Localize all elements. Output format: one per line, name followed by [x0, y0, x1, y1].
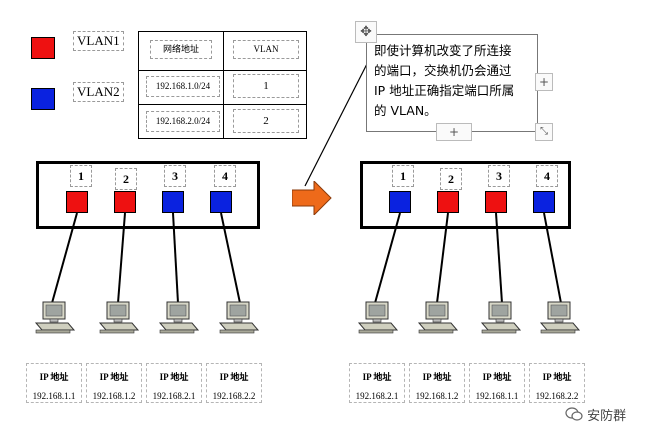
switch-port-vlan2 [533, 191, 555, 213]
wechat-icon [565, 407, 583, 421]
host-ip-value: 192.168.1.2 [92, 391, 136, 401]
switch-port-vlan2 [210, 191, 232, 213]
switch-port-vlan1 [66, 191, 88, 213]
host-ip-card: IP 地址 192.168.1.1 [26, 363, 82, 403]
host-ip-title: IP 地址 [219, 372, 249, 382]
host-ip-card: IP 地址 192.168.1.1 [469, 363, 525, 403]
vlan1-legend-swatch [31, 37, 55, 59]
host-ip-title: IP 地址 [362, 372, 392, 382]
host-ip-title: IP 地址 [39, 372, 69, 382]
port-number: 1 [392, 165, 414, 187]
host-ip-card: IP 地址 192.168.1.2 [409, 363, 465, 403]
switch-port-vlan1 [437, 191, 459, 213]
computer-icon [35, 301, 75, 334]
computer-icon [219, 301, 259, 334]
switch-port-vlan1 [485, 191, 507, 213]
host-ip-card: IP 地址 192.168.1.2 [86, 363, 142, 403]
callout-line: 的 VLAN。 [374, 103, 437, 118]
port-number: 4 [536, 165, 558, 187]
switch-port-vlan2 [162, 191, 184, 213]
host-ip-value: 192.168.2.1 [355, 391, 399, 401]
computer-icon [540, 301, 580, 334]
callout-line: 的端口，交换机仍会通过 [374, 63, 512, 78]
host-ip-card: IP 地址 192.168.2.1 [146, 363, 202, 403]
host-ip-card: IP 地址 192.168.2.2 [206, 363, 262, 403]
watermark: 安防群 [565, 405, 626, 424]
table-header-network: 网络地址 [150, 40, 212, 59]
move-handle-icon[interactable]: ✥ [355, 21, 377, 43]
vlan2-legend-swatch [31, 88, 55, 110]
port-number: 3 [164, 165, 186, 187]
port-number: 3 [488, 165, 510, 187]
computer-icon [159, 301, 199, 334]
host-ip-title: IP 地址 [99, 372, 129, 382]
callout-box: 即使计算机改变了所连接 的端口，交换机仍会通过 IP 地址正确指定端口所属 的 … [366, 34, 538, 132]
table-row-network: 192.168.1.0/24 [146, 76, 220, 97]
switch-port-vlan2 [389, 191, 411, 213]
host-ip-value: 192.168.1.1 [475, 391, 519, 401]
host-ip-value: 192.168.2.2 [535, 391, 579, 401]
watermark-text: 安防群 [587, 409, 627, 424]
host-ip-value: 192.168.2.1 [152, 391, 196, 401]
port-number: 2 [440, 168, 462, 190]
host-ip-title: IP 地址 [542, 372, 572, 382]
expand-bottom-icon[interactable]: + [436, 123, 472, 141]
host-ip-card: IP 地址 192.168.2.1 [349, 363, 405, 403]
switch-port-vlan1 [114, 191, 136, 213]
callout-text: 即使计算机改变了所连接 的端口，交换机仍会通过 IP 地址正确指定端口所属 的 … [374, 41, 514, 121]
vlan-mapping-table: 网络地址 VLAN 192.168.1.0/24 1 192.168.2.0/2… [138, 31, 307, 139]
table-row-network: 192.168.2.0/24 [146, 111, 220, 132]
port-number: 4 [214, 165, 236, 187]
host-ip-value: 192.168.1.2 [415, 391, 459, 401]
host-ip-title: IP 地址 [422, 372, 452, 382]
port-number: 1 [70, 165, 92, 187]
table-header-vlan: VLAN [233, 40, 299, 59]
host-ip-card: IP 地址 192.168.2.2 [529, 363, 585, 403]
computer-icon [481, 301, 521, 334]
callout-line: 即使计算机改变了所连接 [374, 43, 512, 58]
computer-icon [99, 301, 139, 334]
table-row-vlan: 1 [233, 74, 299, 98]
table-row-vlan: 2 [233, 109, 299, 133]
transition-arrow-icon [292, 181, 332, 215]
expand-right-icon[interactable]: + [535, 73, 553, 91]
host-ip-title: IP 地址 [482, 372, 512, 382]
port-number: 2 [115, 168, 137, 190]
callout-line: IP 地址正确指定端口所属 [374, 83, 515, 98]
vlan2-legend-label: VLAN2 [73, 82, 124, 102]
host-ip-value: 192.168.1.1 [32, 391, 76, 401]
vlan1-legend-label: VLAN1 [73, 31, 124, 51]
host-ip-title: IP 地址 [159, 372, 189, 382]
resize-handle-icon[interactable]: ⤡ [535, 123, 553, 141]
host-ip-value: 192.168.2.2 [212, 391, 256, 401]
computer-icon [358, 301, 398, 334]
computer-icon [418, 301, 458, 334]
